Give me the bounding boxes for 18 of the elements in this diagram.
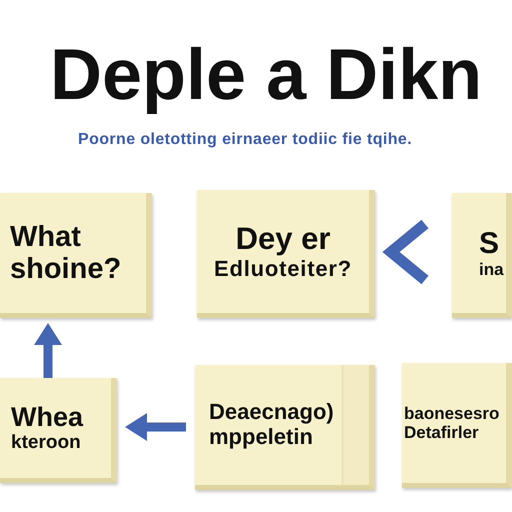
card-title: Dey er xyxy=(234,222,332,257)
arrow xyxy=(34,323,62,378)
card-text: ina xyxy=(479,260,505,280)
card-text: kteroon xyxy=(11,432,82,454)
arrow xyxy=(125,413,186,441)
note-card xyxy=(0,378,117,483)
note-card xyxy=(197,190,375,318)
subtitle: Poorne oletotting eirnaeer todiic fie tqihe. xyxy=(78,132,412,148)
card-title: Whea xyxy=(11,402,84,432)
card-text: Deaecnago) mppeletin xyxy=(209,400,335,450)
card-title: S xyxy=(479,226,500,260)
card-text: Edluoteiter? xyxy=(213,256,353,282)
note-card xyxy=(402,363,512,488)
note-card xyxy=(452,193,512,318)
note-card xyxy=(195,365,375,490)
card-text: What shoine? xyxy=(10,220,122,286)
note-card xyxy=(0,193,152,318)
card-text: baonesesro Detafirler xyxy=(404,404,500,442)
